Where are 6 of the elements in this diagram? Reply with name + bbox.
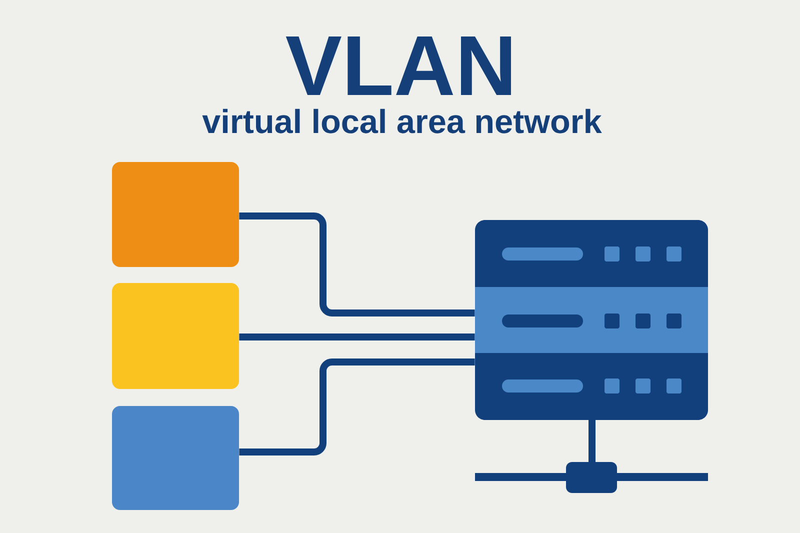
subtitle: virtual local area network	[202, 108, 602, 134]
title: VLAN	[286, 36, 511, 95]
color-box	[112, 406, 239, 510]
server-icon	[475, 220, 708, 420]
color-box	[112, 283, 239, 389]
color-box	[112, 162, 239, 267]
